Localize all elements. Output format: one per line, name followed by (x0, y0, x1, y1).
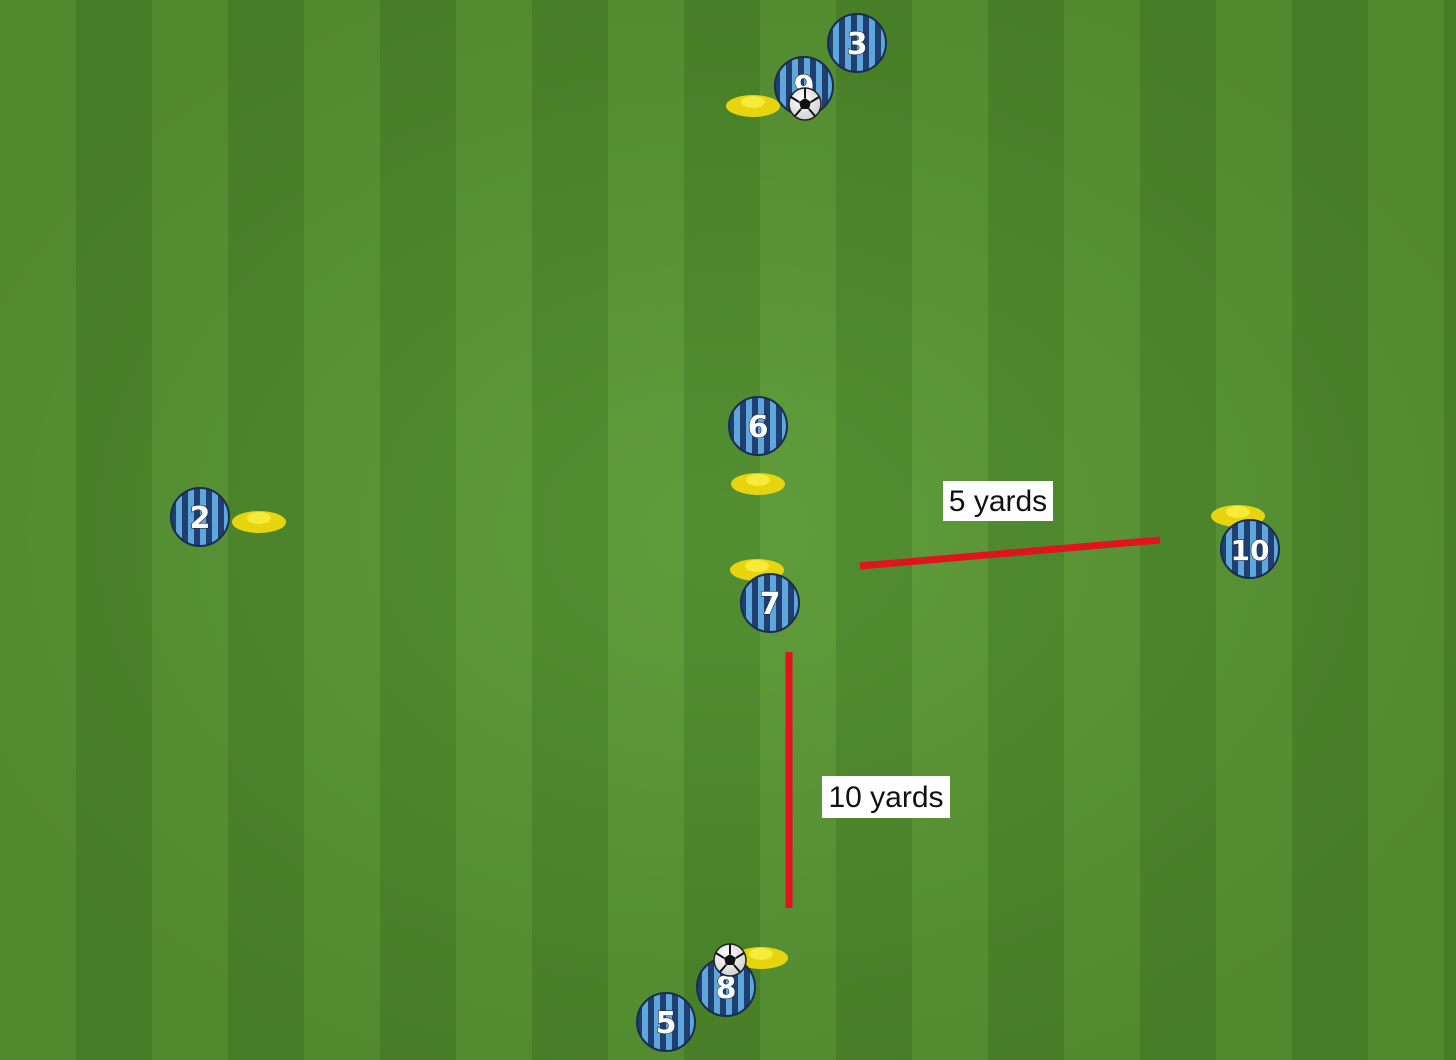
measure-label-text: 10 yards (828, 781, 943, 814)
measure-label-text: 5 yards (949, 485, 1047, 518)
ball-icon (788, 87, 822, 121)
player-5: 5 (636, 992, 696, 1052)
player-6: 6 (728, 396, 788, 456)
player-number: 7 (760, 587, 781, 622)
cone-bottom (734, 947, 788, 969)
player-7: 7 (740, 573, 800, 633)
player-10: 10 (1220, 519, 1280, 579)
player-number: 5 (656, 1006, 677, 1041)
player-number: 3 (847, 27, 868, 62)
cone-left (232, 511, 286, 533)
player-number: 10 (1231, 534, 1270, 567)
measure-label-5-yards: 5 yards (943, 481, 1053, 521)
player-number: 8 (716, 971, 737, 1006)
measure-label-10-yards: 10 yards (822, 776, 950, 818)
measure-line-5-yards (859, 536, 1161, 570)
ball-icon (713, 943, 747, 977)
player-number: 2 (190, 501, 211, 536)
player-2: 2 (170, 487, 230, 547)
cone-center-upper (731, 473, 785, 495)
cone-top (726, 95, 780, 117)
player-3: 3 (827, 13, 887, 73)
player-number: 6 (748, 410, 769, 445)
